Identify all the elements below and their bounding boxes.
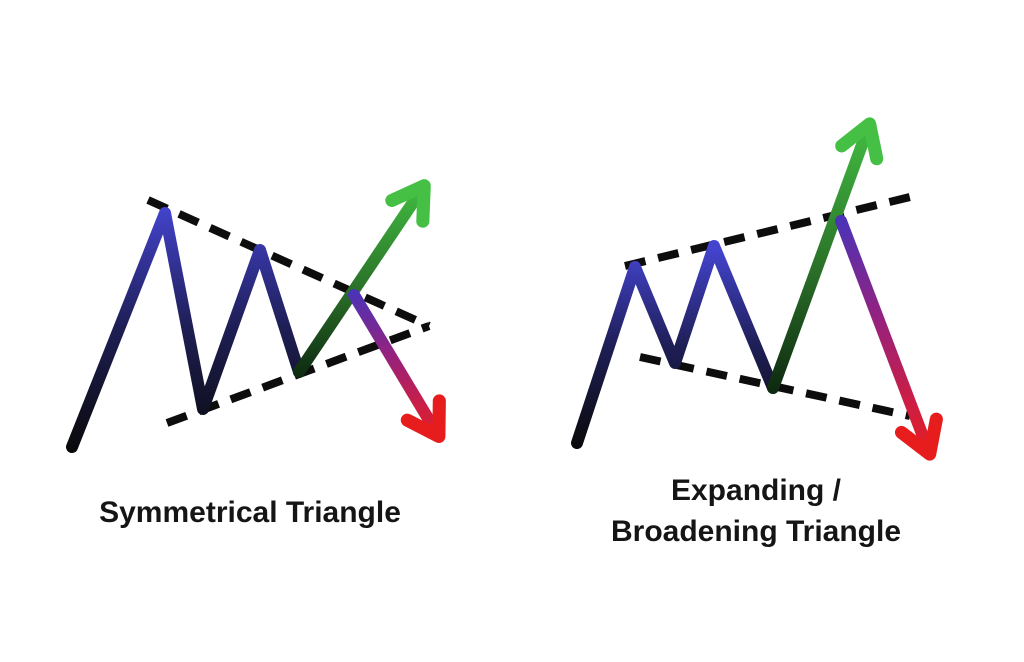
expanding-triangle-label: Expanding / Broadening Triangle [611,470,901,552]
symmetrical-triangle-label: Symmetrical Triangle [99,492,401,533]
price-zigzag [66,207,305,453]
trendline-dashed [146,196,431,330]
label-line: Symmetrical Triangle [99,496,401,529]
symmetrical-triangle-group [66,179,446,453]
breakout-down-arrow [835,215,943,461]
breakout-up-arrow [767,117,884,394]
trendline-dashed [624,193,911,270]
price-zigzag [571,240,779,449]
breakout-up-arrow [293,179,431,378]
label-line: Broadening Triangle [610,515,902,548]
breakout-down-arrow [348,289,446,444]
label-line: Expanding / [670,474,842,507]
expanding-triangle-group [571,117,943,461]
